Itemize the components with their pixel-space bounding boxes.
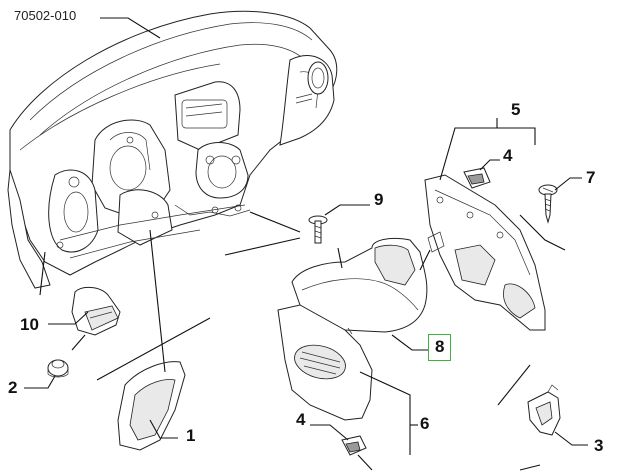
callout-4-upper[interactable]: 4 xyxy=(503,146,513,165)
part-7-shape xyxy=(538,184,558,224)
callout-9[interactable]: 9 xyxy=(374,190,384,209)
dashboard-assembly xyxy=(7,10,338,289)
part-1-guide-b xyxy=(96,317,211,381)
part-9-shape xyxy=(308,215,328,244)
part-5-shape xyxy=(424,174,546,331)
part-8-guide-c xyxy=(249,211,301,233)
callout-7[interactable]: 7 xyxy=(586,168,596,187)
part-4a-shape xyxy=(463,167,491,189)
callout-1[interactable]: 1 xyxy=(186,426,196,445)
callout-4-lower[interactable]: 4 xyxy=(296,410,306,429)
part-1-guide-a xyxy=(149,229,166,373)
part-3-guide-b xyxy=(519,464,541,471)
part-3-leader xyxy=(554,431,588,446)
drawing-reference: 70502-010 xyxy=(14,8,77,23)
part-6-guide xyxy=(359,371,411,455)
part-7-leader xyxy=(554,177,582,191)
part-8-shape xyxy=(291,237,428,335)
part-8-guide-a xyxy=(224,237,301,256)
part-4b-guide xyxy=(357,454,373,471)
callout-8[interactable]: 8 xyxy=(428,334,452,361)
part-2-guide xyxy=(71,334,86,351)
part-8-guide-b xyxy=(337,247,343,269)
part-2-leader xyxy=(24,375,56,389)
part-6-shape xyxy=(277,304,373,421)
part-2-shape xyxy=(47,359,69,378)
callout-5[interactable]: 5 xyxy=(511,100,521,119)
ref-leader xyxy=(100,17,161,39)
part-4b-shape xyxy=(341,435,367,456)
callout-3[interactable]: 3 xyxy=(594,436,604,455)
part-10-leader xyxy=(48,311,89,325)
part-3-guide-a xyxy=(497,364,531,406)
part-4a-leader xyxy=(479,159,500,171)
callout-2[interactable]: 2 xyxy=(8,378,18,397)
part-4b-leader xyxy=(310,424,349,441)
part-10-shape xyxy=(71,287,121,336)
callout-6[interactable]: 6 xyxy=(420,414,430,433)
part-1-shape xyxy=(117,361,186,451)
part-8-leader xyxy=(391,334,428,351)
part-5-guide xyxy=(519,214,566,251)
part-10-guide xyxy=(39,251,46,296)
part-1-leader xyxy=(149,419,178,439)
part-9-leader xyxy=(324,204,370,216)
part-3-shape xyxy=(527,384,561,436)
part-5-bracket xyxy=(439,127,536,181)
part-5-guide-b xyxy=(419,249,431,271)
callout-10[interactable]: 10 xyxy=(20,315,39,334)
